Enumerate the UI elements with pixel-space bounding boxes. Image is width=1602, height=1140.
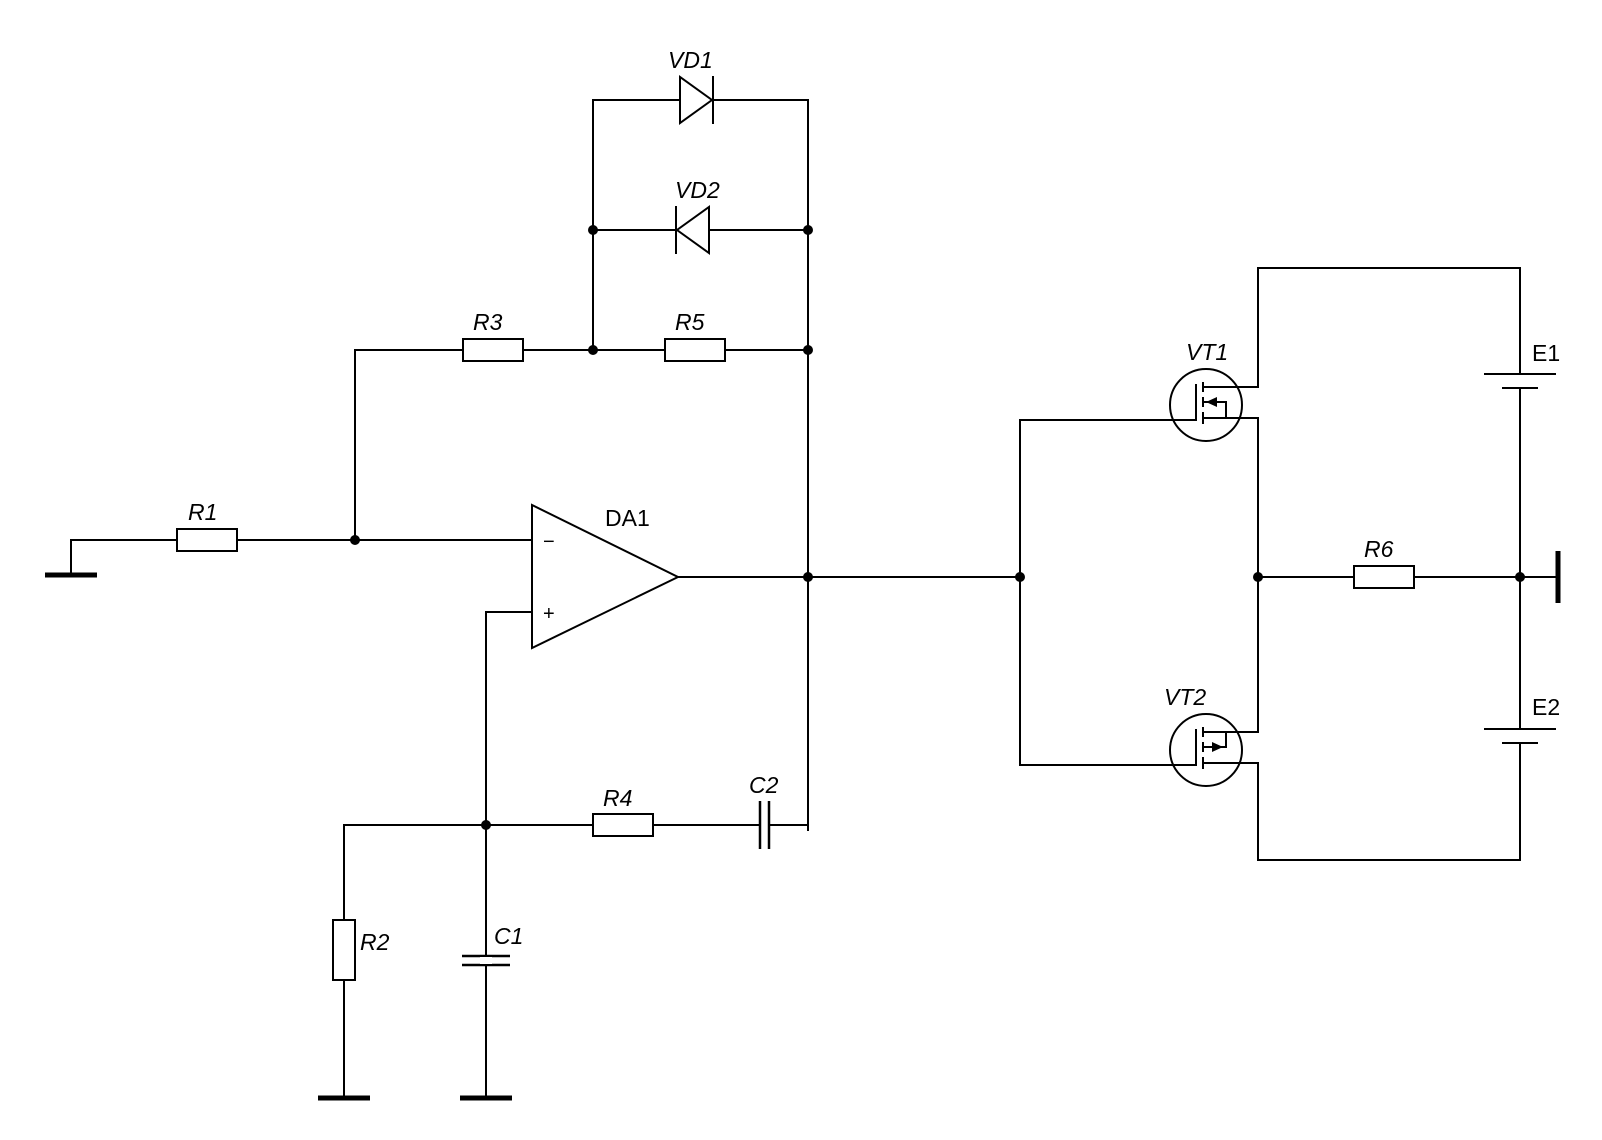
capacitor-c2: C2 — [749, 772, 779, 849]
opamp-plus: + — [543, 603, 555, 625]
diode-vd1: VD1 — [668, 47, 714, 125]
opamp-minus: − — [543, 531, 555, 553]
label-r1: R1 — [188, 499, 217, 525]
label-vd2: VD2 — [675, 177, 720, 203]
capacitor-c1: C1 — [462, 923, 523, 967]
label-e2: E2 — [1532, 694, 1560, 720]
junction-node — [1015, 572, 1025, 582]
battery-e2: E2 — [1484, 694, 1560, 744]
label-r2: R2 — [360, 929, 390, 955]
label-r5: R5 — [675, 309, 705, 335]
battery-e1: E1 — [1484, 340, 1560, 389]
junction-node — [803, 345, 813, 355]
junction-node — [588, 345, 598, 355]
resistor-r3: R3 — [462, 309, 524, 362]
label-vt1: VT1 — [1186, 339, 1228, 365]
resistor-r5: R5 — [664, 309, 726, 362]
transistor-vt1: VT1 — [1019, 339, 1259, 442]
label-vd1: VD1 — [668, 47, 713, 73]
label-r6: R6 — [1364, 536, 1394, 562]
resistor-r6: R6 — [1353, 536, 1415, 589]
resistor-r2: R2 — [332, 919, 390, 981]
label-c2: C2 — [749, 772, 779, 798]
opamp-da1: − + DA1 — [531, 503, 681, 650]
junction-node — [803, 225, 813, 235]
label-da1: DA1 — [605, 505, 650, 531]
junction-node — [803, 572, 813, 582]
input-ground — [45, 539, 178, 578]
resistor-r1: R1 — [176, 499, 356, 552]
label-vt2: VT2 — [1164, 684, 1206, 710]
transistor-vt2: VT2 — [1019, 684, 1259, 787]
label-r3: R3 — [473, 309, 503, 335]
label-r4: R4 — [603, 785, 632, 811]
resistor-r4: R4 — [592, 785, 654, 837]
junction-node — [588, 225, 598, 235]
label-e1: E1 — [1532, 340, 1560, 366]
diode-vd2: VD2 — [675, 177, 720, 255]
label-c1: C1 — [494, 923, 523, 949]
